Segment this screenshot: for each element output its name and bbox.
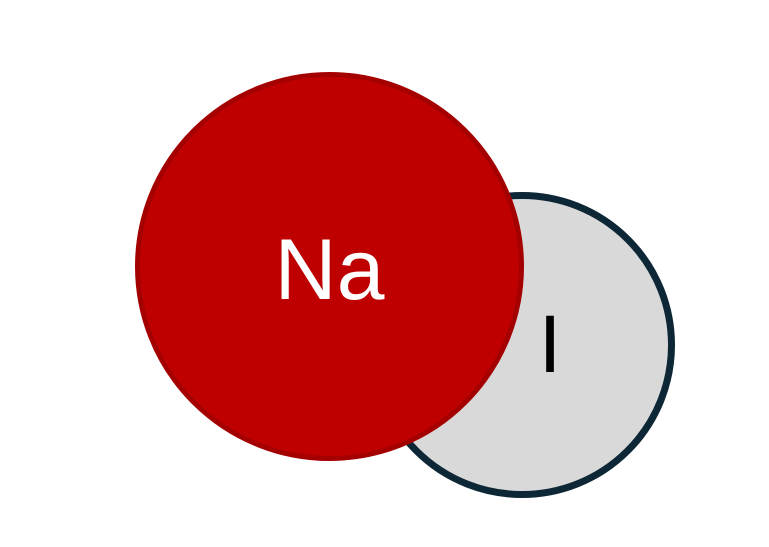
sodium-symbol: Na [274,221,385,318]
sodium-atom: Na [135,72,524,461]
iodine-symbol: I [538,299,562,390]
